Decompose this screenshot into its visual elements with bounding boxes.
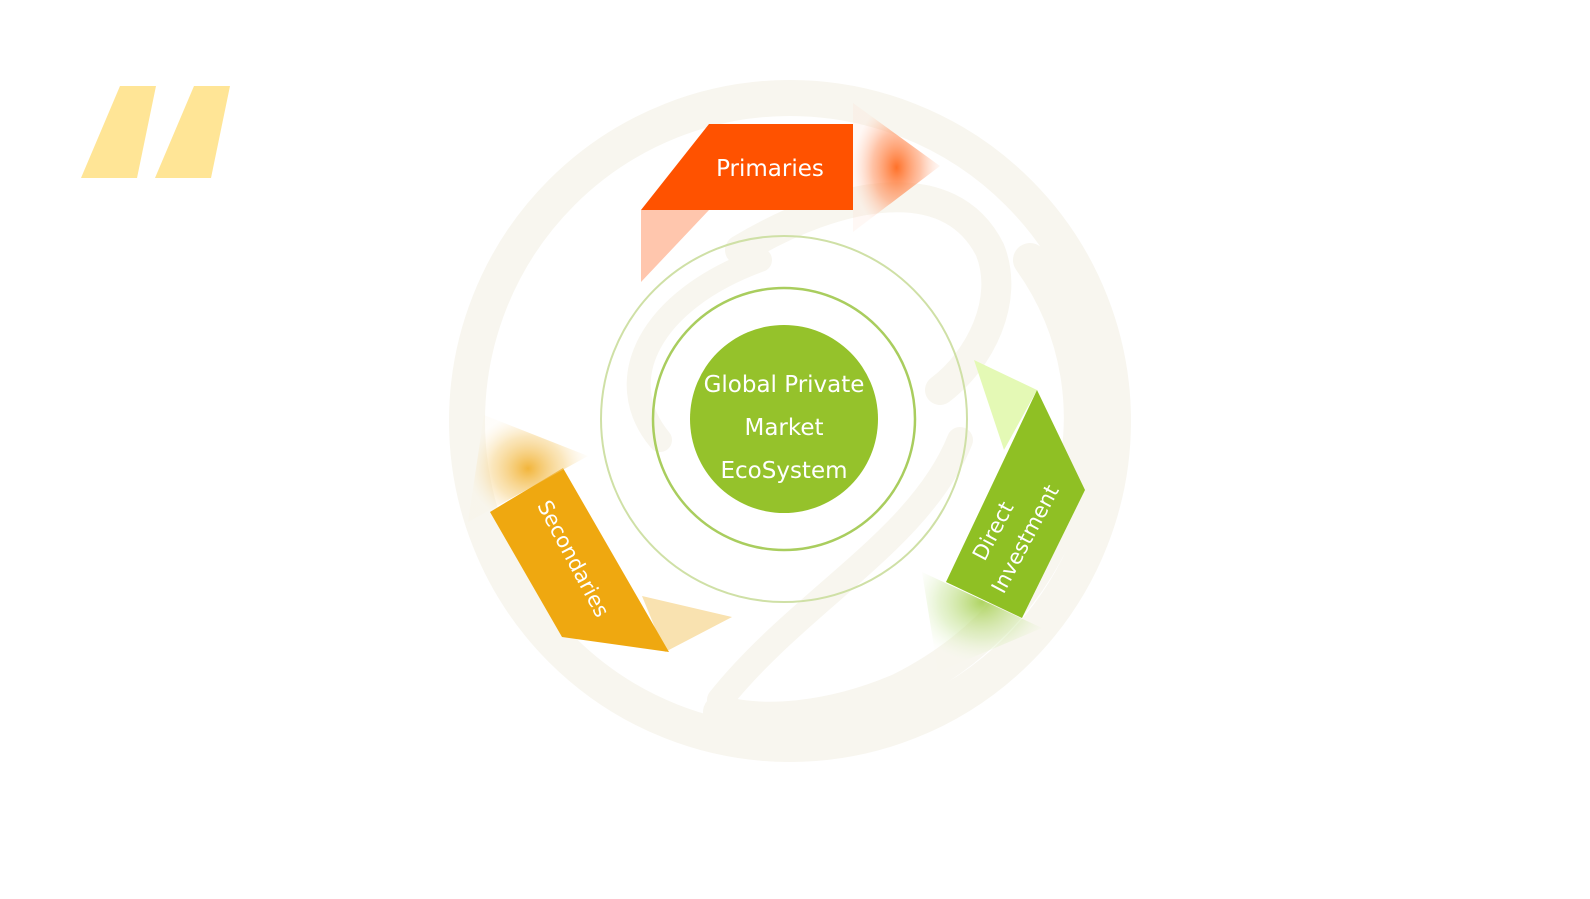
center-label-line-2: Market	[744, 415, 823, 441]
quote-mark-icon	[81, 86, 230, 178]
primaries-label: Primaries	[716, 156, 824, 182]
center-label-line-3: EcoSystem	[720, 458, 847, 484]
center-label-line-1: Global Private	[704, 372, 865, 398]
center-node: Global Private Market EcoSystem	[690, 325, 878, 513]
secondaries-arrow: Secondaries	[468, 415, 732, 652]
